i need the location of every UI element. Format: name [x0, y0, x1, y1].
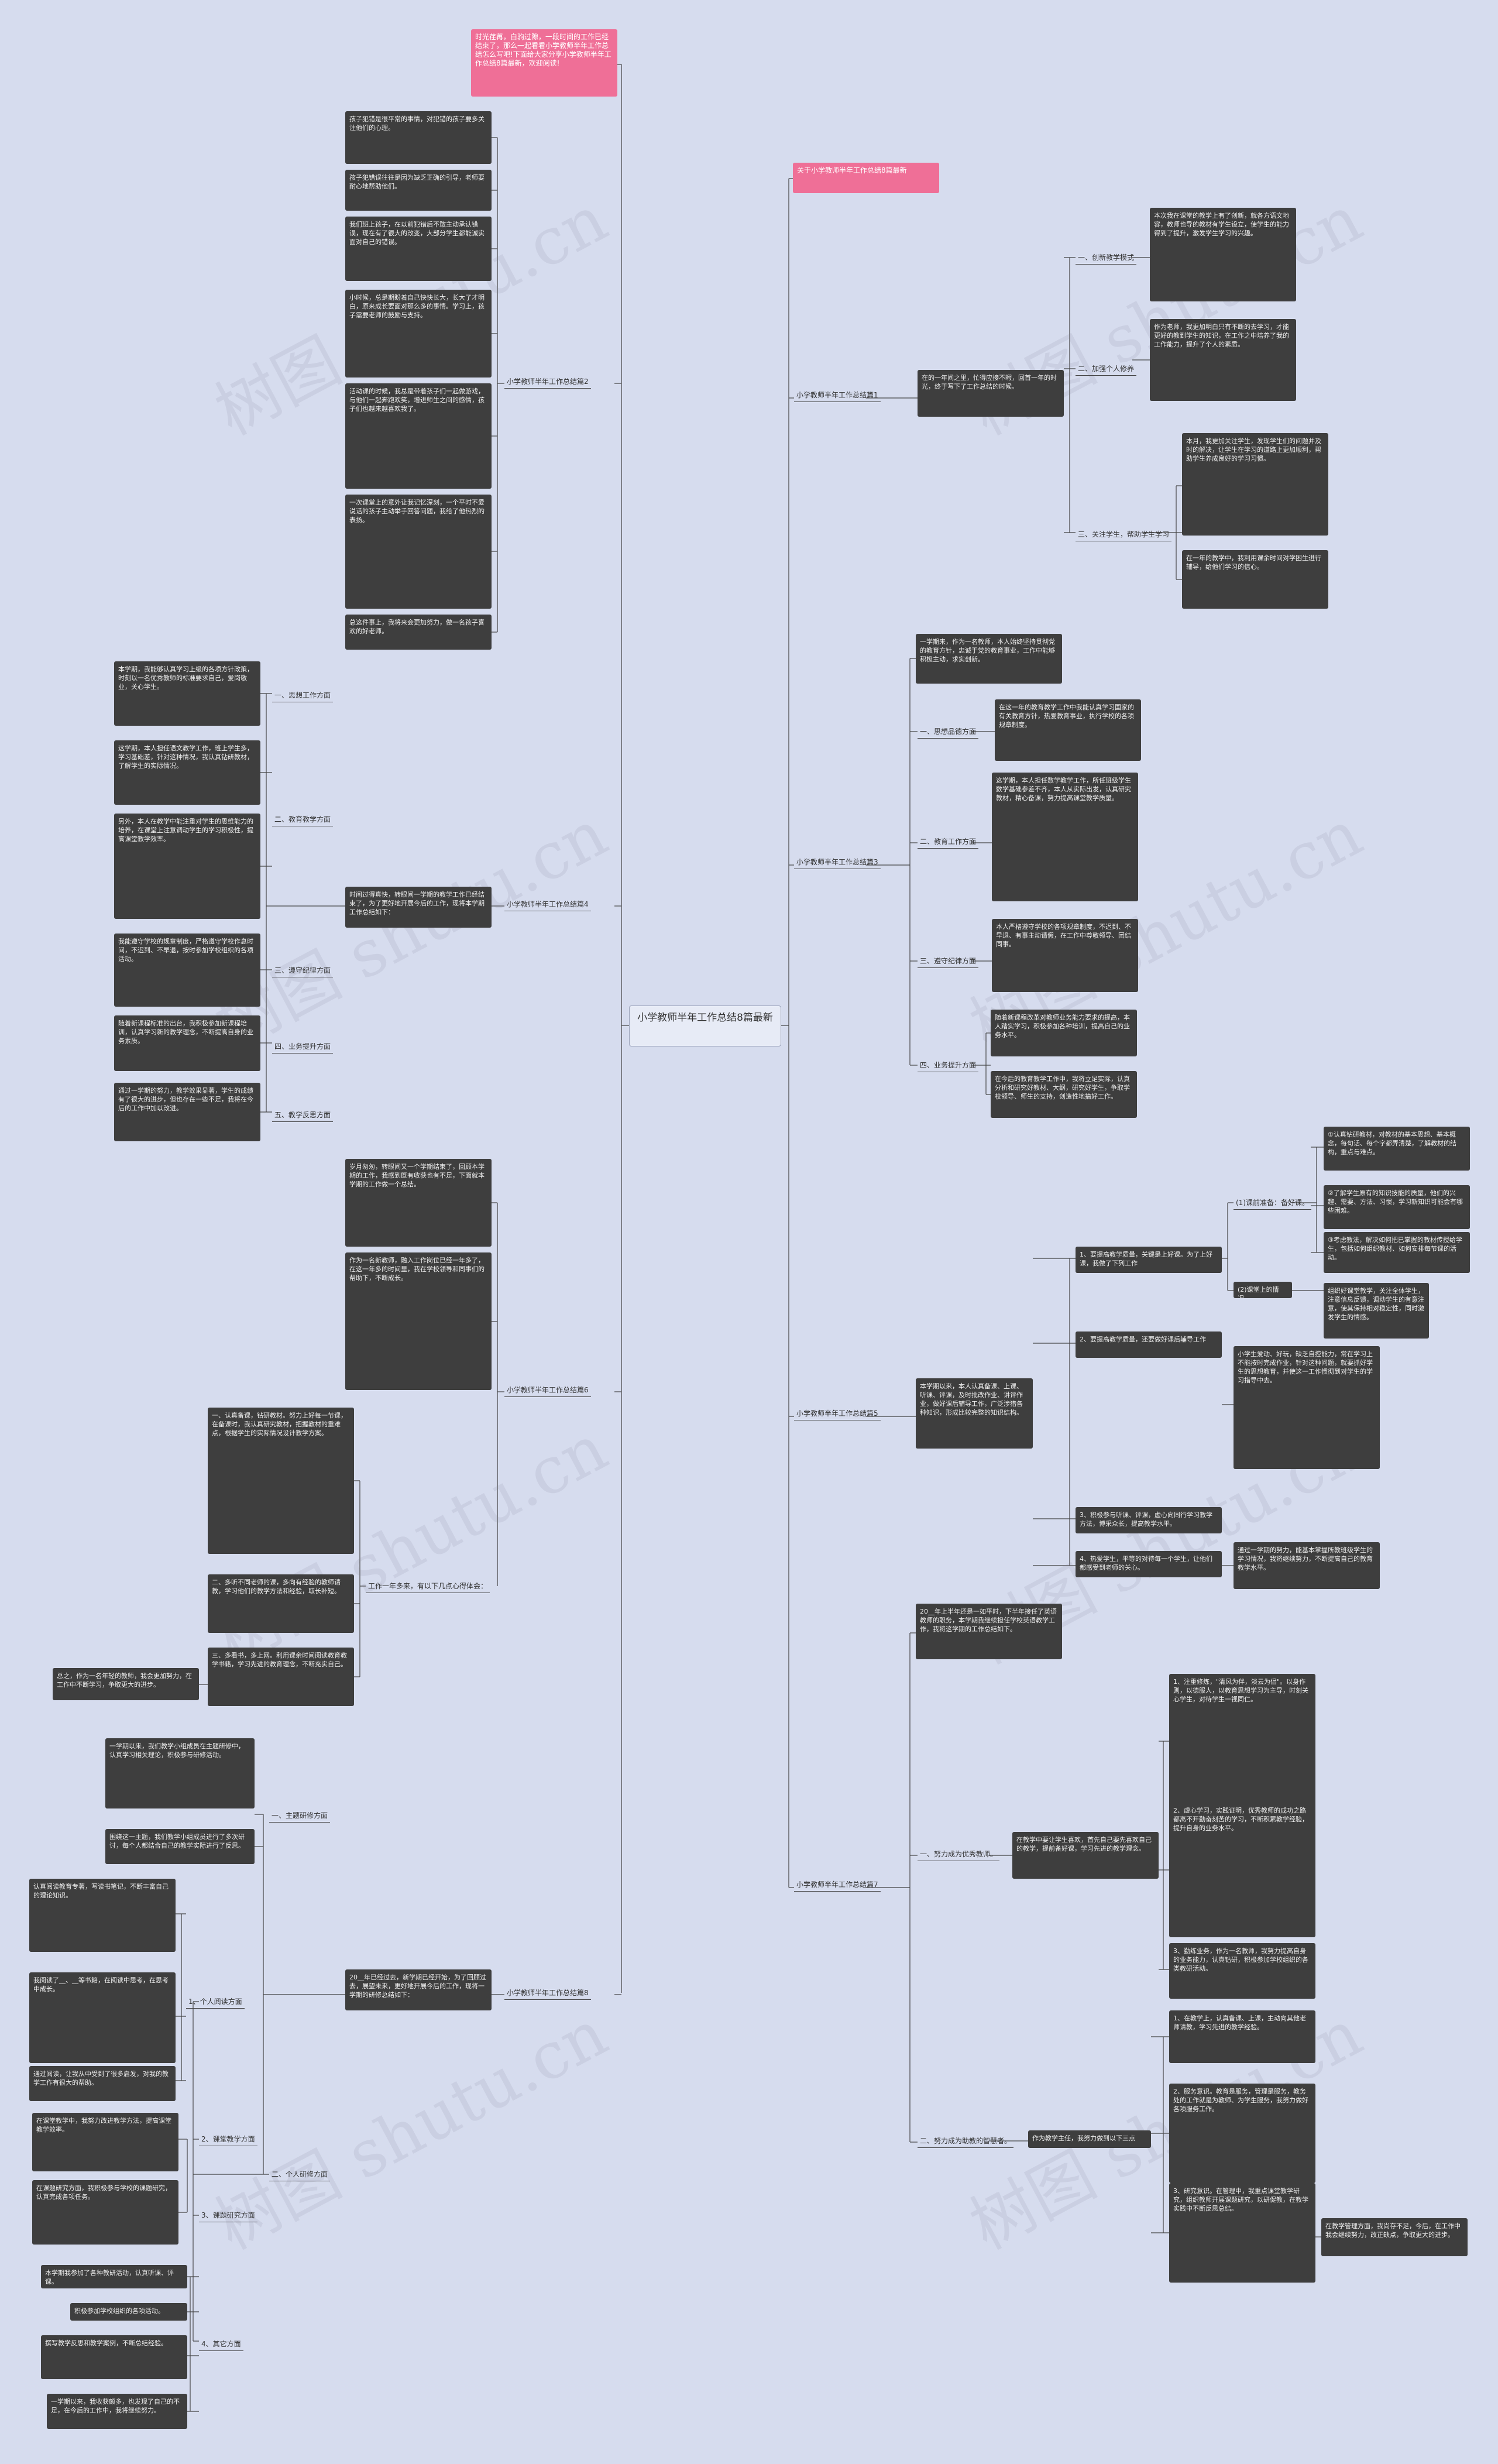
left4-para: 通过一学期的努力，教学效果显著，学生的成绩有了很大的进步，但也存在一些不足，我将…: [114, 1083, 260, 1141]
left6-para: 二、多听不同老师的课，多向有经验的教师请教，学习他们的教学方法和经验，取长补短。: [208, 1574, 354, 1633]
left2-para: 我们班上孩子，在以前犯错后不敢主动承认错误，现在有了很大的改变，大部分学生都能诚…: [345, 217, 492, 281]
left4-item[interactable]: 一、思想工作方面: [272, 689, 334, 702]
branch-right-5[interactable]: 小学教师半年工作总结篇5: [794, 1408, 881, 1420]
left4-para: 另外，本人在教学中能注重对学生的思维能力的培养，在课堂上注意调动学生的学习积极性…: [114, 814, 260, 919]
left8-para: 认真阅读教育专著，写读书笔记，不断丰富自己的理论知识。: [29, 1879, 176, 1952]
right5-para: 组织好课堂教学，关注全体学生，注意信息反馈，调动学生的有意注意，使其保持相对稳定…: [1324, 1283, 1429, 1339]
right3-item[interactable]: 三、遵守纪律方面: [918, 955, 979, 968]
right5-item[interactable]: 2、要提高教学质量，还要做好课后辅导工作: [1076, 1331, 1222, 1358]
left6-para: 岁月匆匆，转眼间又一个学期结束了，回顾本学期的工作，我感到既有收获也有不足，下面…: [345, 1159, 492, 1247]
left4-text: 时间过得真快，转眼间一学期的教学工作已经结束了，为了更好地开展今后的工作，现将本…: [345, 887, 492, 928]
right5-para: ③考虑教法，解决如何把已掌握的教材传授给学生，包括如何组织教材、如何安排每节课的…: [1324, 1232, 1470, 1273]
right5-para: ②了解学生原有的知识技能的质量，他们的兴趣、需要、方法、习惯，学习新知识可能会有…: [1324, 1185, 1470, 1229]
left4-para: 随着新课程标准的出台，我积极参加新课程培训，认真学习新的教学理念，不断提高自身的…: [114, 1015, 260, 1071]
left8-para: 围绕这一主题，我们教学小组成员进行了多次研讨，每个人都结合自己的教学实际进行了反…: [105, 1829, 255, 1864]
left8-sub[interactable]: 3、课题研究方面: [199, 2209, 257, 2222]
left8-sub[interactable]: 1、个人阅读方面: [186, 1996, 245, 2009]
left2-para: 一次课堂上的意外让我记忆深刻，一个平时不爱说话的孩子主动举手回答问题，我给了他热…: [345, 495, 492, 609]
right3-text: 一学期来，作为一名教师，本人始终坚持贯彻党的教育方针，忠诚于党的教育事业，工作中…: [916, 634, 1062, 684]
left8-sub[interactable]: 2、课堂教学方面: [199, 2133, 257, 2146]
left8-sub[interactable]: 4、其它方面: [199, 2338, 243, 2351]
branch-right-7[interactable]: 小学教师半年工作总结篇7: [794, 1879, 881, 1892]
right5-item[interactable]: 4、热爱学生，平等的对待每一个学生，让他们都感受到老师的关心。: [1076, 1551, 1222, 1577]
branch-left-4[interactable]: 小学教师半年工作总结篇4: [504, 898, 591, 911]
intro-node[interactable]: 时光荏苒，白驹过隙，一段时间的工作已经结束了，那么一起看看小学教师半年工作总结怎…: [471, 29, 617, 97]
right1-para: 本次我在课堂的教学上有了创新，就各方语文地容，教师也导的教材有学生设立，使学生的…: [1150, 208, 1296, 301]
right5-item[interactable]: 3、积极参与听课、评课，虚心向同行学习教学方法，博采众长，提高教学水平。: [1076, 1507, 1222, 1533]
left6-close: 总之，作为一名年轻的教师，我会更加努力，在工作中不断学习，争取更大的进步。: [53, 1668, 199, 1700]
left8-para: 一学期以来，我们教学小组成员在主题研修中，认真学习相关理论，积极参与研修活动。: [105, 1738, 255, 1808]
left4-item[interactable]: 二、教育教学方面: [272, 814, 334, 826]
right5-item[interactable]: 1、要提高教学质量，关键是上好课。为了上好课，我做了下列工作: [1076, 1247, 1222, 1273]
right7-para: 在教学管理方面，我尚存不足，今后，在工作中我会继续努力，改正缺点，争取更大的进步…: [1321, 2218, 1468, 2256]
right7-para: 3、勤练业务，作为一名教师，我努力提高自身的业务能力，认真钻研，积极参加学校组织…: [1169, 1943, 1315, 1999]
right5-sub[interactable]: (1)课前准备：备好课。: [1234, 1197, 1311, 1210]
right7-para: 在教学中要让学生喜欢，首先自己要先喜欢自己的教学，提前备好课，学习先进的教学理念…: [1012, 1832, 1159, 1879]
branch-right-1[interactable]: 小学教师半年工作总结篇1: [794, 389, 881, 402]
left2-para: 孩子犯错是很平常的事情，对犯错的孩子要多关注他们的心理。: [345, 111, 492, 164]
left4-para: 本学期，我能够认真学习上级的各项方针政策，时刻以一名优秀教师的标准要求自己，爱岗…: [114, 661, 260, 726]
right5-para: 通过一学期的努力，能基本掌握所教班级学生的学习情况，我将继续努力，不断提高自己的…: [1234, 1542, 1380, 1589]
right3-item[interactable]: 二、教育工作方面: [918, 836, 979, 849]
right7-para: 2、虚心学习，实践证明，优秀教师的成功之路都离不开勤奋刻苦的学习，不断积累教学经…: [1169, 1803, 1315, 1937]
right1-item[interactable]: 一、创新教学模式: [1076, 252, 1137, 265]
left8-para: 通过阅读，让我从中受到了很多启发，对我的教学工作有很大的帮助。: [29, 2066, 176, 2101]
left2-para: 小时候，总是期盼着自己快快长大，长大了才明白，原来成长要面对那么多的事情。学习上…: [345, 290, 492, 378]
right1-item[interactable]: 二、加强个人修养: [1076, 363, 1137, 376]
right3-para: 随着新课程改革对教师业务能力要求的提高，本人踏实学习，积极参加各种培训，提高自己…: [991, 1010, 1137, 1056]
left4-para: 我能遵守学校的规章制度，严格遵守学校作息时间，不迟到、不早退，按时参加学校组织的…: [114, 934, 260, 1007]
branch-left-8[interactable]: 小学教师半年工作总结篇8: [504, 1987, 591, 2000]
right3-item[interactable]: 一、思想品德方面: [918, 726, 979, 739]
right7-text: 20__年上半年还是一如平时，下半年接任了英语教师的职务，本学期我继续担任学校英…: [916, 1604, 1062, 1659]
left2-para: 总这件事上，我将来会更加努力，做一名孩子喜欢的好老师。: [345, 615, 492, 650]
right7-item[interactable]: 二、努力成为助教的智慧者。: [918, 2135, 1014, 2148]
left6-para: 三、多看书，多上网。利用课余时间阅读教育教学书籍，学习先进的教育理念，不断充实自…: [208, 1648, 354, 1706]
right1-item[interactable]: 三、关注学生，帮助学生学习: [1076, 529, 1172, 541]
right3-para: 在今后的教育教学工作中，我将立足实际，认真分析和研究好教材、大纲，研究好学生，争…: [991, 1071, 1137, 1118]
left6-text[interactable]: 工作一年多来，有以下几点心得体会：: [366, 1580, 490, 1593]
right7-item[interactable]: 一、努力成为优秀教师。: [918, 1848, 1000, 1861]
branch-left-2[interactable]: 小学教师半年工作总结篇2: [504, 376, 591, 389]
right7-para: 2、服务意识。教育是服务，管理是服务，教务处的工作就是为教师、为学生服务，我努力…: [1169, 2084, 1315, 2183]
branch-right-about[interactable]: 关于小学教师半年工作总结8篇最新: [793, 163, 939, 193]
right7-para: 作为教学主任，我努力做到以下三点: [1028, 2130, 1151, 2148]
left4-item[interactable]: 三、遵守纪律方面: [272, 965, 334, 977]
left6-para: 一、认真备课，钻研教材。努力上好每一节课，在备课时，我认真研究教材，把握教材的重…: [208, 1408, 354, 1554]
left4-para: 这学期，本人担任语文教学工作，班上学生多，学习基础差，针对这种情况，我认真钻研教…: [114, 740, 260, 805]
left8-item[interactable]: 二、个人研修方面: [269, 2168, 331, 2181]
left8-text: 20__年已经过去，新学期已经开始，为了回顾过去，展望未来，更好地开展今后的工作…: [345, 1969, 492, 2010]
right1-para: 在一年的教学中，我利用课余时间对学困生进行辅导，给他们学习的信心。: [1182, 550, 1328, 609]
left8-para: 我阅读了__、__等书籍，在阅读中思考，在思考中成长。: [29, 1972, 176, 2063]
left8-para: 在课题研究方面，我积极参与学校的课题研究，认真完成各项任务。: [32, 2180, 178, 2245]
right1-para: 作为老师，我更加明白只有不断的去学习，才能更好的教到学生的知识，在工作之中培养了…: [1150, 319, 1296, 401]
left8-para: 一学期以来，我收获颇多，也发现了自己的不足，在今后的工作中，我将继续努力。: [47, 2394, 187, 2429]
left8-para: 在课堂教学中，我努力改进教学方法，提高课堂教学效率。: [32, 2113, 178, 2171]
right5-para: 小学生爱动、好玩，缺乏自控能力，常在学习上不能按时完成作业，针对这种问题，就要抓…: [1234, 1346, 1380, 1469]
right3-item[interactable]: 四、业务提升方面: [918, 1059, 979, 1072]
right1-para: 本月，我更加关注学生，发现学生们的问题并及时的解决，让学生在学习的道路上更加顺利…: [1182, 433, 1328, 536]
left8-item[interactable]: 一、主题研修方面: [269, 1810, 331, 1823]
right5-text: 本学期以来，本人认真备课、上课、听课、评课，及时批改作业、讲评作业，做好课后辅导…: [916, 1378, 1033, 1449]
right3-para: 在这一年的教育教学工作中我能认真学习国家的有关教育方针，热爱教育事业，执行学校的…: [995, 699, 1141, 761]
branch-left-6[interactable]: 小学教师半年工作总结篇6: [504, 1384, 591, 1397]
left8-para: 撰写教学反思和教学案例，不断总结经验。: [41, 2335, 187, 2379]
right3-para: 本人严格遵守学校的各项规章制度，不迟到、不早退、有事主动请假，在工作中尊敬领导、…: [992, 919, 1138, 992]
left4-item[interactable]: 五、教学反思方面: [272, 1109, 334, 1122]
left2-para: 活动课的时候，我总是带着孩子们一起做游戏，与他们一起奔跑欢笑，增进师生之间的感情…: [345, 383, 492, 489]
left6-para: 作为一名新教师，融入工作岗位已经一年多了，在这一年多的时间里，我在学校领导和同事…: [345, 1252, 492, 1390]
left8-para: 积极参加学校组织的各项活动。: [70, 2303, 187, 2321]
right7-para: 1、在教学上，认真备课、上课，主动向其他老师请教，学习先进的教学经验。: [1169, 2010, 1315, 2063]
left2-para: 孩子犯错误往往是因为缺乏正确的引导，老师要耐心地帮助他们。: [345, 170, 492, 211]
left4-item[interactable]: 四、业务提升方面: [272, 1041, 334, 1053]
branch-right-3[interactable]: 小学教师半年工作总结篇3: [794, 856, 881, 869]
right7-para: 1、注重修炼，"清风为伴，淡云为侣"。以身作则，以德服人，以教育思想学习为主导，…: [1169, 1674, 1315, 1811]
left8-para: 本学期我参加了各种教研活动，认真听课、评课。: [41, 2265, 187, 2288]
right1-text: 在的一年间之里，忙得应接不暇，回首一年的时光，终于写下了工作总结的时候。: [918, 370, 1064, 417]
right5-para: (2)课堂上的情况。: [1234, 1282, 1292, 1298]
right5-para: ①认真钻研教材，对教材的基本思想、基本概念，每句话、每个字都弄清楚，了解教材的结…: [1324, 1127, 1470, 1171]
right3-para: 这学期，本人担任数学教学工作，所任班级学生数学基础参差不齐，本人从实际出发，认真…: [992, 773, 1138, 901]
root-topic[interactable]: 小学教师半年工作总结8篇最新: [629, 1005, 781, 1046]
right7-para: 3、研究意识。在管理中，我重点课堂教学研究，组织教师开展课题研究，以研促教，在教…: [1169, 2183, 1315, 2283]
